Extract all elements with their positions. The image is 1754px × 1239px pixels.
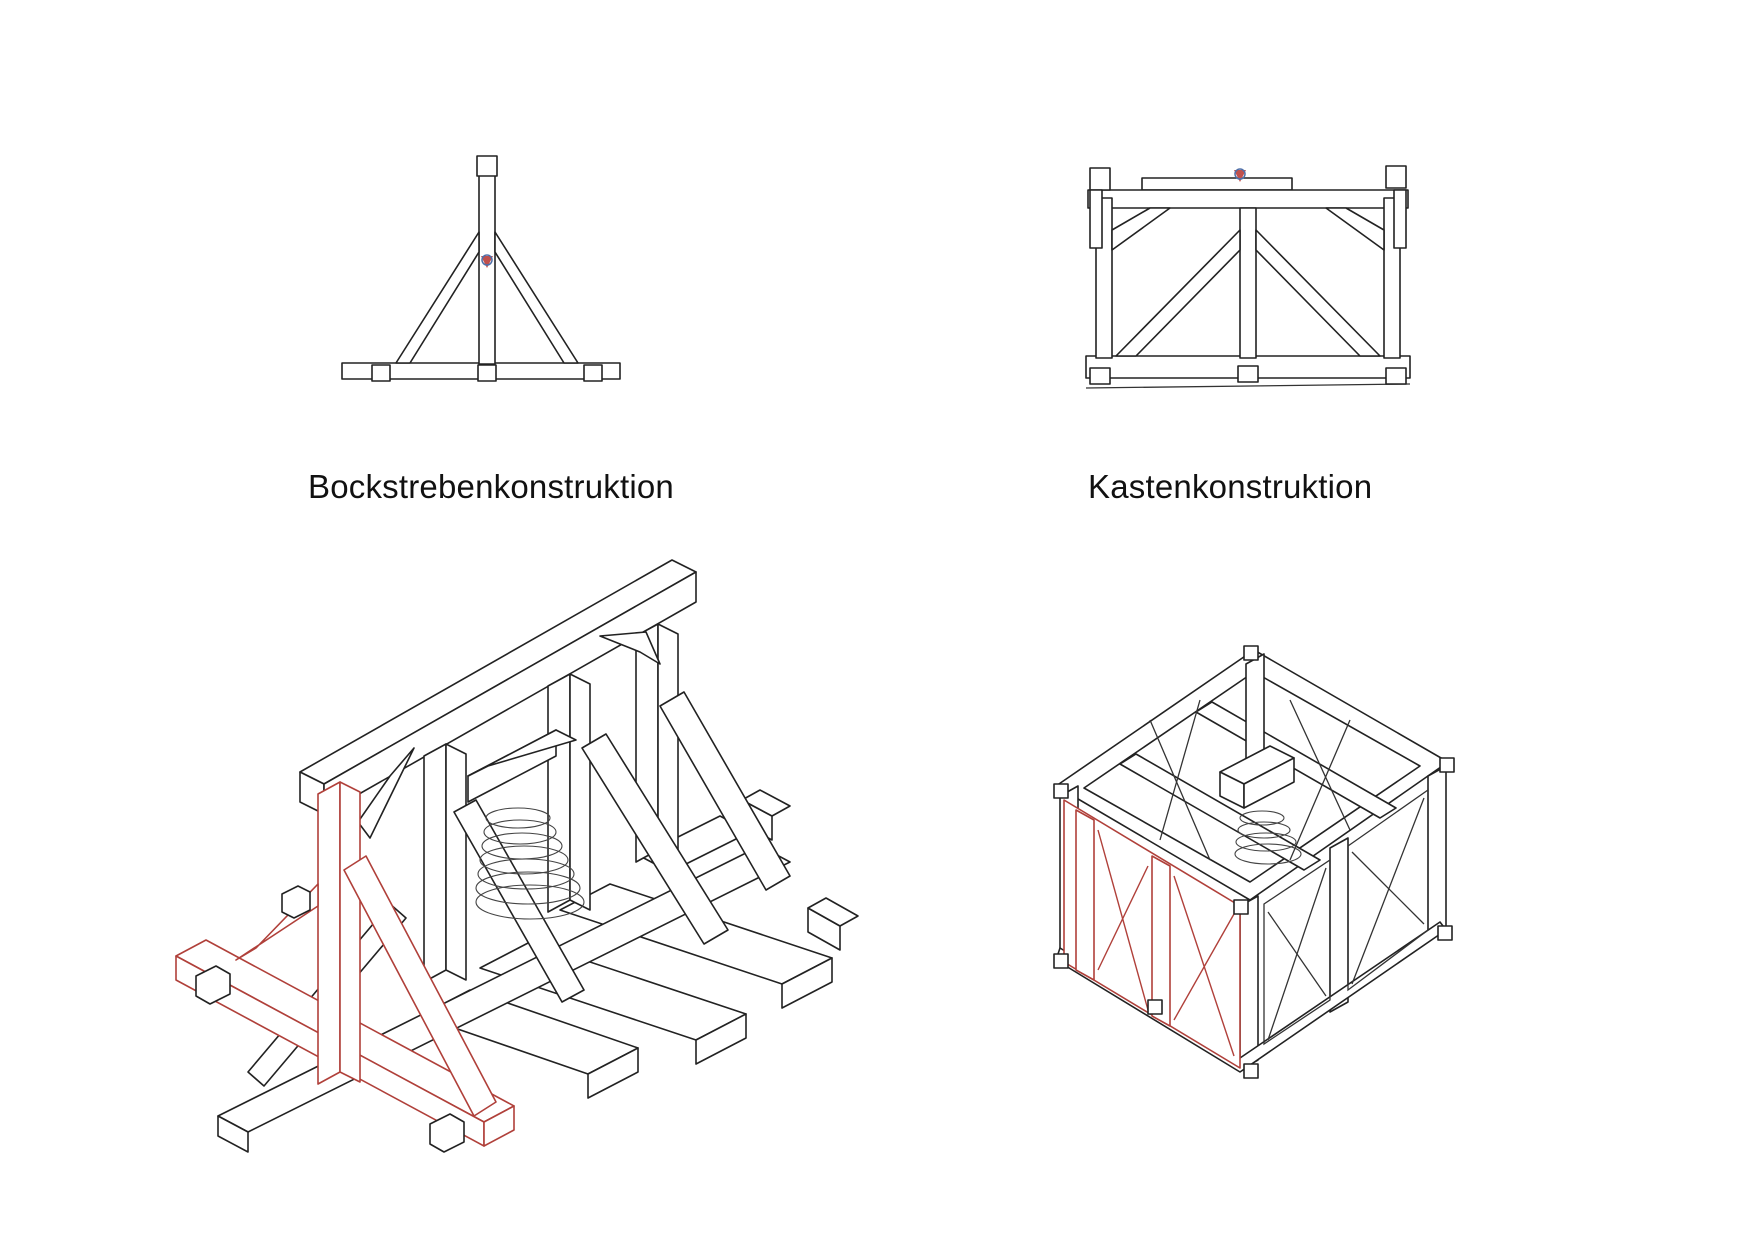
iso-box-cap-4 <box>1233 899 1249 915</box>
bell-marker-red <box>481 256 493 268</box>
iso-sill-a-end <box>781 957 833 1009</box>
iso-bell-yoke-top <box>467 729 577 777</box>
iso-red-sill-end <box>483 1105 515 1147</box>
iso-box-cap-1 <box>1053 783 1069 799</box>
iso-sleeper-front-end <box>217 1115 249 1153</box>
iso-red-post <box>317 781 341 1085</box>
iso-red-post-side <box>339 781 361 1083</box>
kasten-brace-4 <box>1325 207 1385 251</box>
iso-box-right-panel-2 <box>1347 788 1429 992</box>
iso-box-foot-1 <box>1053 953 1069 969</box>
iso-box-inner-4 <box>1159 699 1201 841</box>
caption-bockstreben: Bockstrebenkonstruktion <box>308 468 674 505</box>
kasten-brace-1 <box>1111 207 1171 251</box>
kasten-brace-2 <box>1115 229 1241 357</box>
kasten-top-plate <box>1141 177 1293 191</box>
bockstreben-elevation <box>341 155 621 382</box>
elevation-strut-right <box>494 231 579 364</box>
bell-marker-blue <box>481 254 493 266</box>
kasten-brace-3 <box>1255 229 1381 357</box>
kasten-top-beam <box>1087 189 1409 209</box>
elevation-block-left <box>371 364 391 382</box>
iso-box-inner-1 <box>1149 719 1211 861</box>
iso-sill-b-end <box>695 1013 747 1065</box>
iso-post-3 <box>547 673 571 913</box>
kasten-cap-right <box>1385 165 1407 189</box>
iso-red-strut-left <box>235 883 319 961</box>
iso-box-red-brace-1 <box>1097 829 1149 1011</box>
kasten-side-left <box>1089 189 1103 249</box>
kasten-block-left <box>1089 367 1111 385</box>
elevation-block-right <box>583 364 603 382</box>
kasten-isometric <box>1053 645 1455 1079</box>
iso-box-inner-3 <box>1289 719 1351 861</box>
iso-box-cap-3 <box>1439 757 1455 773</box>
iso-rear-block-1-top <box>741 789 791 817</box>
kasten-ground-line <box>1085 383 1411 389</box>
iso-box-right-panel-1 <box>1263 858 1331 1046</box>
iso-bell-rings <box>475 807 585 920</box>
elevation-post-head <box>476 155 498 177</box>
iso-box-foot-3 <box>1437 925 1453 941</box>
elevation-block-mid <box>477 364 497 382</box>
iso-box-red-brace-4 <box>1173 913 1235 1021</box>
elevation-strut-left <box>395 231 480 364</box>
kasten-bell-marker-red <box>1234 170 1246 182</box>
iso-block-rear-left <box>281 885 311 919</box>
iso-notch-piece-1 <box>599 631 661 665</box>
bockstreben-isometric <box>175 559 859 1153</box>
iso-rear-block-2-top <box>807 897 859 927</box>
iso-box-red-brace-2 <box>1097 865 1149 971</box>
iso-box-bell-rings <box>1234 810 1302 865</box>
iso-notch-piece-2 <box>357 747 415 839</box>
iso-strut-b <box>659 691 791 891</box>
kasten-elevation <box>1085 165 1411 389</box>
iso-box-post-right <box>1427 765 1447 941</box>
iso-box-brace-r2 <box>1267 867 1327 1041</box>
iso-strut-c <box>453 799 585 1003</box>
iso-box-red-post-1 <box>1075 809 1095 981</box>
kasten-bell-marker-blue <box>1234 168 1246 180</box>
iso-box-brace-r3 <box>1351 851 1425 925</box>
iso-post-3-side <box>569 673 591 911</box>
caption-kasten: Kastenkonstruktion <box>1088 468 1373 505</box>
iso-box-red-post-2 <box>1151 855 1171 1027</box>
kasten-post-mid <box>1239 207 1257 359</box>
kasten-side-right <box>1393 189 1407 249</box>
iso-box-foot-2 <box>1243 1063 1259 1079</box>
iso-block-front <box>429 1113 465 1153</box>
iso-post-2-side <box>445 743 467 981</box>
iso-post-2 <box>423 743 447 983</box>
iso-red-strut-right <box>343 855 497 1117</box>
iso-sill-c-end <box>587 1047 639 1099</box>
iso-box-inner-2 <box>1289 699 1351 831</box>
iso-box-post-front <box>1239 895 1259 1071</box>
iso-box-brace-r4 <box>1351 797 1425 985</box>
kasten-cap-left <box>1089 167 1111 191</box>
iso-block-left <box>195 965 231 1005</box>
iso-strut-a <box>581 733 729 945</box>
kasten-block-mid <box>1237 365 1259 383</box>
iso-box-cap-2 <box>1243 645 1259 661</box>
iso-box-foot-4 <box>1147 999 1163 1015</box>
kasten-block-right <box>1385 367 1407 385</box>
iso-box-yoke-side <box>1243 757 1295 809</box>
